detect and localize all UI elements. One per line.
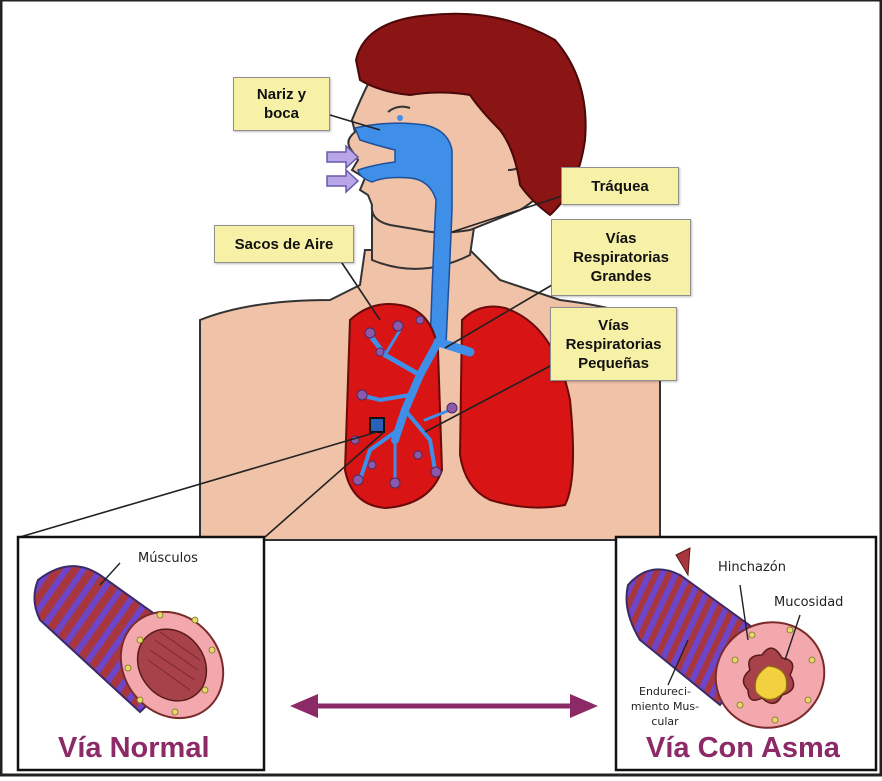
asthma-airway-caption: Vía Con Asma	[646, 732, 840, 765]
callout-nose-mouth: Nariz y boca	[233, 77, 330, 131]
comparison-double-arrow	[290, 694, 598, 718]
callout-air-sacs: Sacos de Aire	[214, 225, 354, 263]
swelling-label: Hinchazón	[718, 560, 786, 575]
muscle-tightening-label: Endureci- miento Mus- cular	[622, 684, 708, 729]
muscles-label: Músculos	[138, 551, 198, 566]
zoom-marker	[370, 418, 384, 432]
mucus-label: Mucosidad	[774, 595, 843, 610]
inhale-arrow-lower	[327, 170, 358, 192]
normal-airway-caption: Vía Normal	[58, 732, 210, 765]
callout-large-airways: Vías Respiratorias Grandes	[551, 219, 691, 296]
callout-trachea: Tráquea	[561, 167, 679, 205]
callout-small-airways: Vías Respiratorias Pequeñas	[550, 307, 677, 381]
eye	[397, 115, 403, 121]
